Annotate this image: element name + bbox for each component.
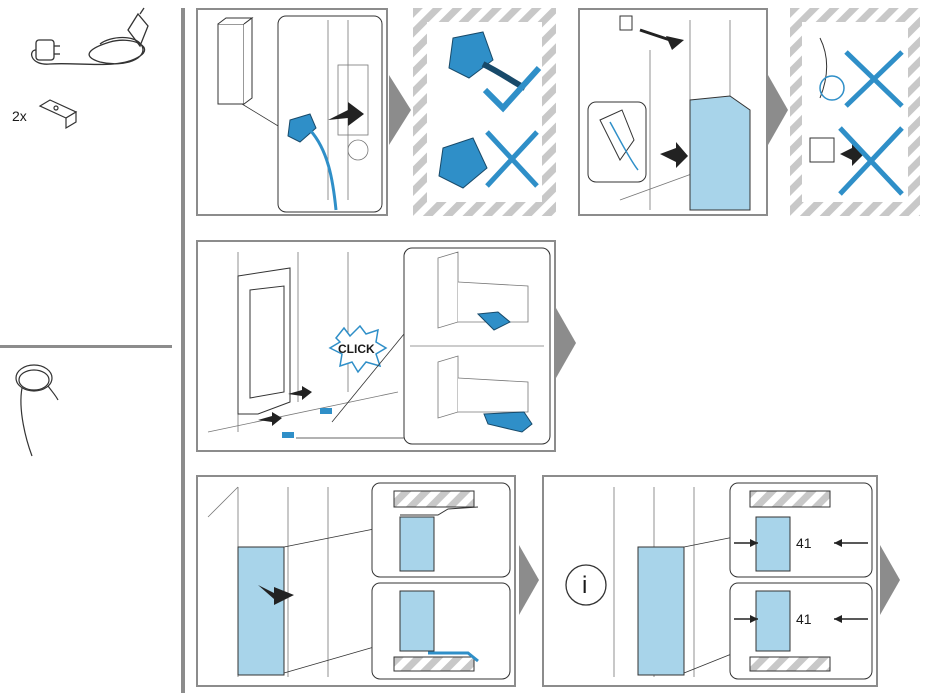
cross-icon (838, 126, 904, 196)
parts-divider (0, 345, 172, 348)
cross-icon (485, 130, 539, 188)
gap-bottom-label: 41 (796, 611, 812, 627)
next-arrow-icon (389, 75, 411, 145)
next-arrow-icon (768, 75, 788, 145)
step4-panel: i 41 41 (542, 475, 878, 687)
step1-panel-d (790, 8, 920, 216)
info-icon (565, 564, 607, 606)
parts-column: 2x (0, 0, 180, 693)
info-symbol: i (582, 572, 588, 599)
bracket-quantity: 2x (12, 108, 27, 124)
cross-icon (844, 50, 904, 108)
click-label: CLICK (338, 342, 375, 356)
gap-top-label: 41 (796, 535, 812, 551)
step1-panel-a (196, 8, 388, 216)
step1-panel-c (578, 8, 768, 216)
column-separator (181, 8, 185, 693)
next-arrow-icon (880, 545, 900, 615)
power-cable-icon (30, 7, 149, 66)
step1-panel-b (413, 8, 556, 216)
next-arrow-icon (519, 545, 539, 615)
check-icon (482, 65, 542, 113)
next-arrow-icon (556, 308, 576, 378)
step3-panel (196, 475, 516, 687)
hose-icon (15, 364, 59, 457)
step2-panel: CLICK (196, 240, 556, 452)
mounting-bracket-icon (38, 99, 78, 130)
